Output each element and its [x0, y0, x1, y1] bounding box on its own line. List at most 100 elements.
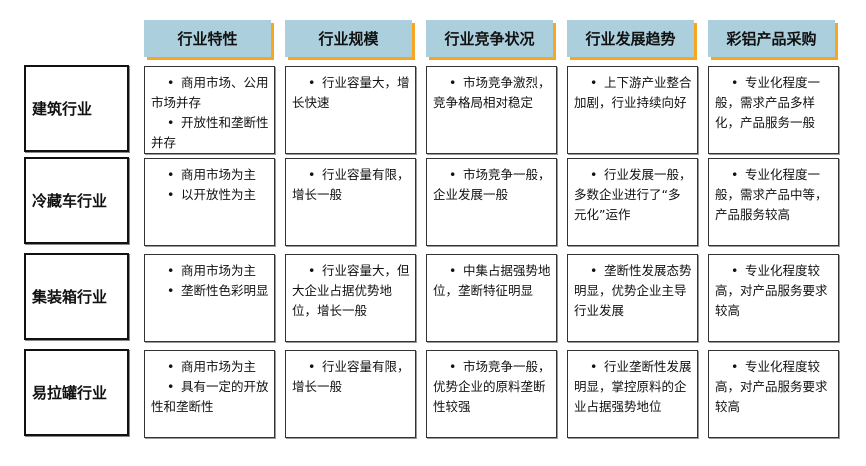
bullet-icon: •: [590, 263, 598, 278]
table-cell: •行业容量有限，增长一般: [285, 158, 416, 246]
bullet-text: 行业垄断性发展明显，掌控原料的企业占据强势地位: [574, 359, 692, 414]
bullet-item: • 以开放性为主: [151, 185, 269, 205]
table-cell: •行业容量大，增长快速: [285, 66, 416, 154]
bullet-text: 商用市场为主: [181, 263, 257, 278]
table-cell: •商用市场为主•具有一定的开放性和垄断性: [144, 350, 275, 438]
bullet-item: •中集占据强势地位，垄断特征明显: [433, 261, 551, 301]
bullet-item: •行业容量大，增长快速: [292, 73, 410, 113]
bullet-text: 行业容量大，增长快速: [292, 75, 410, 110]
bullet-item: •市场竞争激烈，竞争格局相对稳定: [433, 73, 551, 113]
bullet-icon: •: [167, 167, 175, 182]
bullet-icon: •: [167, 115, 175, 130]
row-label: 冷藏车行业: [24, 157, 129, 244]
column-header: 彩铝产品采购: [708, 20, 835, 57]
bullet-text: 专业化程度一般，需求产品多样化，产品服务一般: [715, 75, 821, 130]
bullet-text: 行业容量大，但大企业占据优势地位，增长一般: [292, 263, 410, 318]
bullet-icon: •: [308, 167, 316, 182]
bullet-item: • 商用市场为主: [151, 357, 269, 377]
bullet-item: • 商用市场为主: [151, 165, 269, 185]
bullet-icon: •: [308, 263, 316, 278]
table-cell: •专业化程度一般，需求产品中等，产品服务较高: [708, 158, 839, 246]
bullet-icon: •: [590, 167, 598, 182]
table-cell: •行业容量有限，增长一般: [285, 350, 416, 438]
bullet-item: •行业容量有限，增长一般: [292, 357, 410, 397]
bullet-icon: •: [590, 359, 598, 374]
bullet-icon: •: [308, 359, 316, 374]
table-cell: •专业化程度较高，对产品服务要求较高: [708, 350, 839, 438]
table-cell: •市场竞争激烈，竞争格局相对稳定: [426, 66, 557, 154]
bullet-icon: •: [590, 75, 598, 90]
bullet-text: 垄断性发展态势明显，优势企业主导行业发展: [574, 263, 692, 318]
table-cell: •垄断性发展态势明显，优势企业主导行业发展: [567, 254, 698, 342]
bullet-item: •专业化程度较高，对产品服务要求较高: [715, 261, 833, 321]
bullet-text: 市场竞争一般，企业发展一般: [433, 167, 551, 202]
bullet-icon: •: [167, 187, 175, 202]
bullet-icon: •: [731, 75, 739, 90]
column-header: 行业竞争状况: [426, 20, 553, 57]
table-cell: •行业发展一般，多数企业进行了“多元化”运作: [567, 158, 698, 246]
bullet-text: 专业化程度较高，对产品服务要求较高: [715, 359, 828, 414]
bullet-item: •专业化程度一般，需求产品多样化，产品服务一般: [715, 73, 833, 133]
table-cell: •中集占据强势地位，垄断特征明显: [426, 254, 557, 342]
table-cell: • 商用市场为主 • 以开放性为主: [144, 158, 275, 246]
bullet-icon: •: [731, 167, 739, 182]
bullet-item: •市场竞争一般，优势企业的原料垄断性较强: [433, 357, 551, 417]
bullet-text: 商用市场、公用市场并存: [151, 75, 269, 110]
bullet-text: 行业容量有限，增长一般: [292, 359, 410, 394]
bullet-item: •开放性和垄断性并存: [151, 113, 269, 153]
bullet-icon: •: [167, 263, 175, 278]
bullet-item: •行业发展一般，多数企业进行了“多元化”运作: [574, 165, 692, 225]
bullet-icon: •: [449, 167, 457, 182]
table-cell: •商用市场、公用市场并存•开放性和垄断性并存: [144, 66, 275, 154]
bullet-item: •上下游产业整合加剧，行业持续向好: [574, 73, 692, 113]
bullet-icon: •: [449, 263, 457, 278]
row-label: 建筑行业: [24, 65, 129, 152]
row-label: 易拉罐行业: [24, 349, 129, 436]
bullet-icon: •: [167, 283, 175, 298]
bullet-text: 开放性和垄断性并存: [151, 115, 269, 150]
table-cell: • 商用市场为主 • 垄断性色彩明显: [144, 254, 275, 342]
bullet-text: 行业发展一般，多数企业进行了“多元化”运作: [574, 167, 692, 222]
bullet-icon: •: [308, 75, 316, 90]
table-cell: •专业化程度较高，对产品服务要求较高: [708, 254, 839, 342]
bullet-item: •垄断性发展态势明显，优势企业主导行业发展: [574, 261, 692, 321]
bullet-icon: •: [731, 263, 739, 278]
bullet-item: •专业化程度一般，需求产品中等，产品服务较高: [715, 165, 833, 225]
column-header: 行业特性: [144, 20, 271, 57]
bullet-icon: •: [167, 75, 175, 90]
bullet-text: 以开放性为主: [181, 187, 257, 202]
bullet-item: •具有一定的开放性和垄断性: [151, 377, 269, 417]
bullet-icon: •: [449, 75, 457, 90]
bullet-text: 上下游产业整合加剧，行业持续向好: [574, 75, 692, 110]
bullet-item: • 垄断性色彩明显: [151, 281, 269, 301]
bullet-icon: •: [449, 359, 457, 374]
bullet-icon: •: [167, 379, 175, 394]
bullet-text: 中集占据强势地位，垄断特征明显: [433, 263, 551, 298]
bullet-item: • 商用市场为主: [151, 261, 269, 281]
table-cell: •市场竞争一般，企业发展一般: [426, 158, 557, 246]
table-cell: •市场竞争一般，优势企业的原料垄断性较强: [426, 350, 557, 438]
table-cell: •上下游产业整合加剧，行业持续向好: [567, 66, 698, 154]
bullet-text: 商用市场为主: [181, 167, 257, 182]
bullet-item: •商用市场、公用市场并存: [151, 73, 269, 113]
bullet-text: 市场竞争激烈，竞争格局相对稳定: [433, 75, 551, 110]
column-header: 行业规模: [285, 20, 412, 57]
bullet-text: 市场竞争一般，优势企业的原料垄断性较强: [433, 359, 551, 414]
bullet-item: •行业垄断性发展明显，掌控原料的企业占据强势地位: [574, 357, 692, 417]
bullet-text: 专业化程度一般，需求产品中等，产品服务较高: [715, 167, 828, 222]
bullet-text: 商用市场为主: [181, 359, 257, 374]
bullet-item: •专业化程度较高，对产品服务要求较高: [715, 357, 833, 417]
bullet-text: 具有一定的开放性和垄断性: [151, 379, 269, 414]
bullet-icon: •: [731, 359, 739, 374]
bullet-text: 垄断性色彩明显: [181, 283, 269, 298]
column-header: 行业发展趋势: [567, 20, 694, 57]
bullet-item: •行业容量大，但大企业占据优势地位，增长一般: [292, 261, 410, 321]
table-cell: •行业容量大，但大企业占据优势地位，增长一般: [285, 254, 416, 342]
bullet-text: 专业化程度较高，对产品服务要求较高: [715, 263, 828, 318]
bullet-item: •市场竞争一般，企业发展一般: [433, 165, 551, 205]
table-cell: •行业垄断性发展明显，掌控原料的企业占据强势地位: [567, 350, 698, 438]
bullet-icon: •: [167, 359, 175, 374]
table-cell: •专业化程度一般，需求产品多样化，产品服务一般: [708, 66, 839, 154]
bullet-text: 行业容量有限，增长一般: [292, 167, 410, 202]
row-label: 集装箱行业: [24, 253, 129, 340]
